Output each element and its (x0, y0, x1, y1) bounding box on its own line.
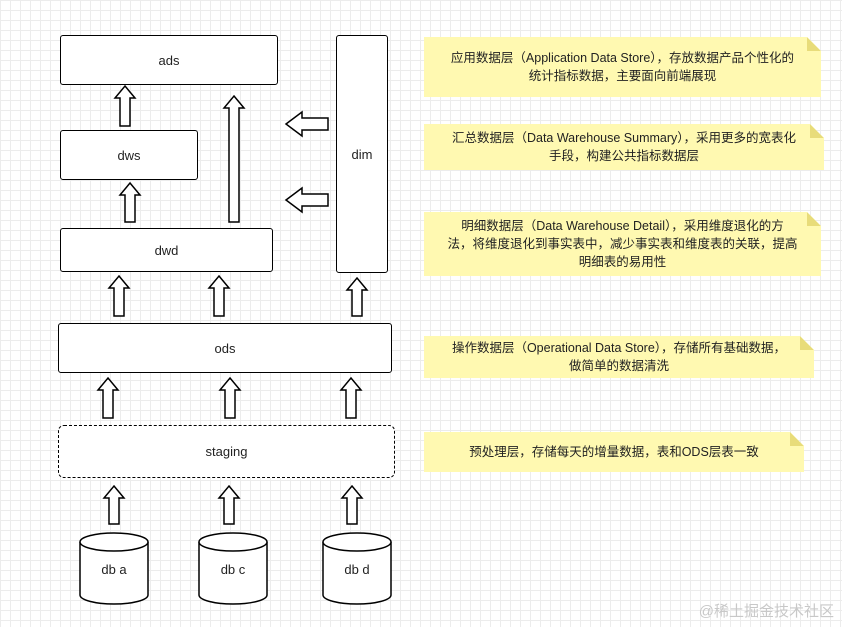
note-ods: 操作数据层（Operational Data Store），存储所有基础数据， … (424, 336, 814, 378)
database-db-c: db c (198, 532, 268, 606)
ods-layer-label: ods (214, 340, 236, 356)
arrow-up-dbc-to-staging (217, 484, 241, 525)
database-icon (322, 532, 392, 605)
database-label: db d (344, 562, 370, 577)
arrow-up-ods-to-dwd-right (207, 274, 231, 317)
note-ods-text: 操作数据层（Operational Data Store），存储所有基础数据， … (451, 340, 787, 373)
arrow-up-dwd-to-ads (222, 94, 246, 223)
database-db-a: db a (79, 532, 149, 606)
database-db-d: db d (322, 532, 392, 606)
arrow-up-ods-to-dwd-left (107, 274, 131, 317)
dwd-layer-label: dwd (154, 242, 179, 258)
arrow-up-dws-to-ads (113, 84, 137, 127)
database-label: db c (220, 562, 246, 577)
note-dwd-text: 明细数据层（Data Warehouse Detail），采用维度退化的方 法，… (447, 218, 798, 270)
arrow-up-staging-to-ods-2 (218, 376, 242, 419)
arrow-up-dba-to-staging (102, 484, 126, 525)
note-ads-text: 应用数据层（Application Data Store），存放数据产品个性化的… (450, 50, 795, 83)
arrow-left-dim-to-dws (284, 186, 329, 214)
dws-layer-box: dws (60, 130, 198, 180)
staging-layer-label: staging (205, 444, 248, 459)
dim-layer-box: dim (336, 35, 388, 273)
ads-layer-label: ads (158, 52, 180, 68)
dwd-layer-box: dwd (60, 228, 273, 272)
dws-layer-label: dws (117, 147, 141, 163)
database-icon (198, 532, 268, 605)
ods-layer-box: ods (58, 323, 392, 373)
note-dws: 汇总数据层（Data Warehouse Summary），采用更多的宽表化 手… (424, 124, 824, 170)
note-ads: 应用数据层（Application Data Store），存放数据产品个性化的… (424, 37, 821, 97)
arrow-up-ods-to-dim (345, 276, 369, 317)
note-dwd: 明细数据层（Data Warehouse Detail），采用维度退化的方 法，… (424, 212, 821, 276)
arrow-up-staging-to-ods-1 (96, 376, 120, 419)
database-icon (79, 532, 149, 605)
dim-layer-label: dim (351, 146, 373, 162)
arrow-left-dim-to-ads (284, 110, 329, 138)
note-dws-text: 汇总数据层（Data Warehouse Summary），采用更多的宽表化 手… (451, 130, 797, 163)
database-label: db a (101, 562, 127, 577)
staging-layer-box: staging (58, 425, 395, 478)
arrow-up-dwd-to-dws (118, 181, 142, 223)
note-staging: 预处理层，存储每天的增量数据，表和ODS层表一致 (424, 432, 804, 472)
watermark: @稀土掘金技术社区 (698, 603, 834, 620)
ads-layer-box: ads (60, 35, 278, 85)
arrow-up-staging-to-ods-3 (339, 376, 363, 419)
arrow-up-dbd-to-staging (340, 484, 364, 525)
note-staging-text: 预处理层，存储每天的增量数据，表和ODS层表一致 (469, 444, 759, 459)
